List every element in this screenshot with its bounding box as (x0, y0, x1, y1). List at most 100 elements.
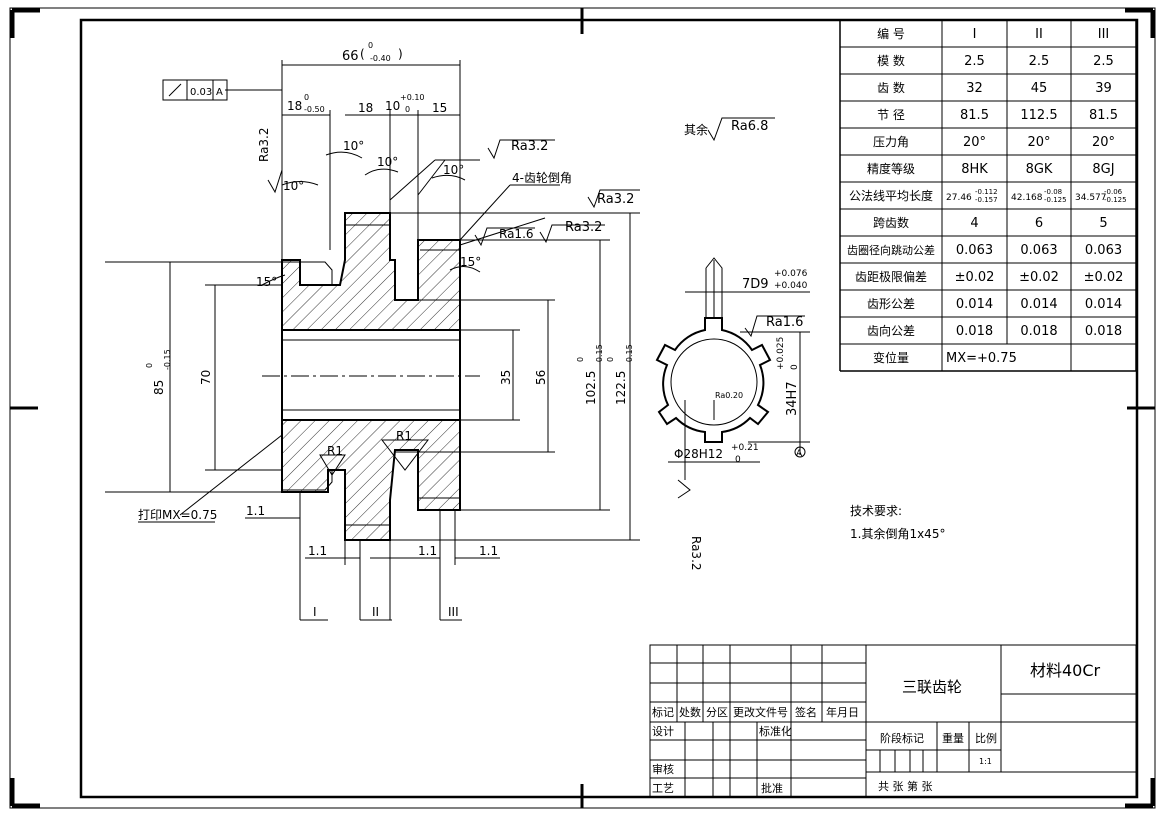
dim-dia-56: 56 (534, 370, 548, 385)
table-header-0: 编 号 (877, 26, 905, 41)
table-row-label-2-0: 节 径 (877, 108, 905, 122)
angle-15-a: 15° (256, 275, 277, 289)
dim-dia-102-tol-lo: -0.15 (595, 344, 604, 365)
dim-hub-tol-lo: -0.50 (304, 105, 325, 114)
table-base-tangent-tol-up-3: -0.06 (1104, 188, 1123, 196)
tb-h-date: 年月日 (826, 705, 859, 719)
dim-1-1-c: 1.1 (418, 544, 437, 558)
dim-dia-85: 85 (152, 380, 166, 395)
tb-h-zone: 分区 (706, 706, 728, 719)
dim-gear2-tol-lo: 0 (405, 105, 410, 114)
runout-value: 0.03 (190, 87, 212, 98)
table-base-tangent-1: 27.46 (946, 193, 972, 203)
tb-part-name: 三联齿轮 (902, 678, 962, 696)
roughness-icon (677, 479, 691, 499)
table-cell-4-2: 8GK (1026, 162, 1053, 177)
table-header-3: III (1098, 27, 1110, 42)
ra32-c: Ra3.2 (597, 192, 634, 207)
roughness-icon (487, 139, 555, 160)
dim-gear2-width: 10 (385, 99, 400, 113)
table-header-1: I (973, 27, 977, 42)
dim-dia-102-tol-up: 0 (576, 357, 585, 362)
table-row-label-10-0: 齿向公差 (867, 323, 915, 338)
section-dimension-lines (105, 60, 640, 621)
table-cell-9-3: 0.014 (1085, 297, 1122, 312)
table-cell-1-2: 45 (1031, 81, 1048, 96)
table-cell-4-1: 8HK (961, 162, 988, 177)
spline-bore-tol-up: +0.025 (776, 337, 786, 370)
dim-dia-122: 122.5 (614, 371, 628, 405)
table-cell-1-1: 32 (966, 81, 983, 96)
section-hatch-bottom (281, 419, 461, 541)
roughness-icon (267, 169, 283, 194)
technical-requirements: 技术要求: 1.其余倒角1x45° (850, 504, 945, 541)
table-cell-7-3: 0.063 (1085, 243, 1122, 258)
roughness-icon (474, 227, 535, 247)
table-row-label-3-0: 压力角 (873, 135, 909, 149)
table-cell-1-3: 39 (1095, 81, 1112, 96)
dim-dia-102: 102.5 (584, 371, 598, 405)
ra32-d: Ra3.2 (565, 220, 602, 235)
spline-keyway-tol-lo: +0.040 (774, 281, 808, 291)
tb-standard: 标准化 (759, 724, 792, 738)
dim-gear2-tol-up: +0.10 (400, 93, 425, 102)
angle-10-c: 10° (377, 155, 398, 169)
table-row-label-1-0: 齿 数 (877, 80, 905, 95)
dim-dia-85-tol-up: 0 (145, 363, 154, 368)
tb-h-mark: 标记 (652, 705, 674, 719)
table-row-label-8-0: 齿距极限偏差 (855, 269, 927, 284)
table-row-label-7-0: 齿圈径向跳动公差 (847, 243, 935, 257)
roughness-icon (744, 315, 805, 338)
table-row-label-4-0: 精度等级 (867, 161, 915, 176)
table-cell-3-3: 20° (1092, 135, 1115, 150)
table-base-tangent-tol-lo-1: -0.157 (975, 196, 998, 204)
spline-profile (655, 317, 772, 443)
table-row-label-9-0: 齿形公差 (867, 297, 915, 311)
chamfer-note: 4-齿轮倒角 (512, 171, 572, 185)
table-cell-8-1: ±0.02 (955, 270, 995, 285)
table-cell-0-1: 2.5 (964, 54, 985, 69)
table-cell-8-3: ±0.02 (1084, 270, 1124, 285)
gear-label-2: II (372, 605, 379, 619)
dim-dia-122-tol-lo: -0.15 (625, 344, 634, 365)
tb-h-count: 处数 (679, 706, 701, 719)
svg-text:(: ( (360, 47, 365, 61)
roughness-icon (707, 117, 775, 142)
spline-datum: A (796, 449, 803, 459)
table-cell-2-1: 81.5 (960, 108, 989, 123)
gear-label-1: I (313, 605, 317, 619)
table-cell-2-3: 81.5 (1089, 108, 1118, 123)
spline-keyway-tol-up: +0.076 (774, 269, 808, 279)
spline-ra-bottom: Ra3.2 (689, 536, 703, 571)
mark-note: 打印MX=0.75 (138, 508, 217, 522)
spline-inner-radius: Ra0.20 (715, 391, 743, 400)
gear-label-3: III (448, 605, 459, 619)
dim-overall-width: 66 (342, 49, 359, 64)
dim-hub-tol-up: 0 (304, 93, 309, 102)
tb-sheets: 共 张 第 张 (878, 779, 933, 793)
section-hatch-top (281, 212, 461, 331)
table-cell-9-2: 0.014 (1020, 297, 1057, 312)
tb-weight: 重量 (942, 731, 964, 745)
tb-scale-value: 1:1 (979, 757, 992, 766)
roughness-icon (539, 224, 605, 244)
table-base-tangent-tol-lo-3: -0.125 (1104, 196, 1127, 204)
table-cell-shift: MX=+0.75 (946, 351, 1017, 366)
table-base-tangent-3: 34.577 (1075, 193, 1107, 203)
table-cell-10-3: 0.018 (1085, 324, 1122, 339)
angle-15-b: 15° (460, 255, 481, 269)
tb-process: 工艺 (652, 782, 674, 795)
table-row-label-0-0: 模 数 (877, 53, 905, 68)
table-cell-3-1: 20° (963, 135, 986, 150)
table-header-2: II (1035, 27, 1043, 42)
table-cell-4-3: 8GJ (1092, 162, 1114, 177)
table-cell-10-2: 0.018 (1020, 324, 1057, 339)
dim-1-1-b: 1.1 (308, 544, 327, 558)
tb-scale: 比例 (975, 731, 997, 745)
dim-dia-70: 70 (199, 370, 213, 385)
dim-dia-122-tol-up: 0 (606, 357, 615, 362)
radius-r1-b: R1 (396, 429, 412, 443)
bore (281, 329, 461, 421)
